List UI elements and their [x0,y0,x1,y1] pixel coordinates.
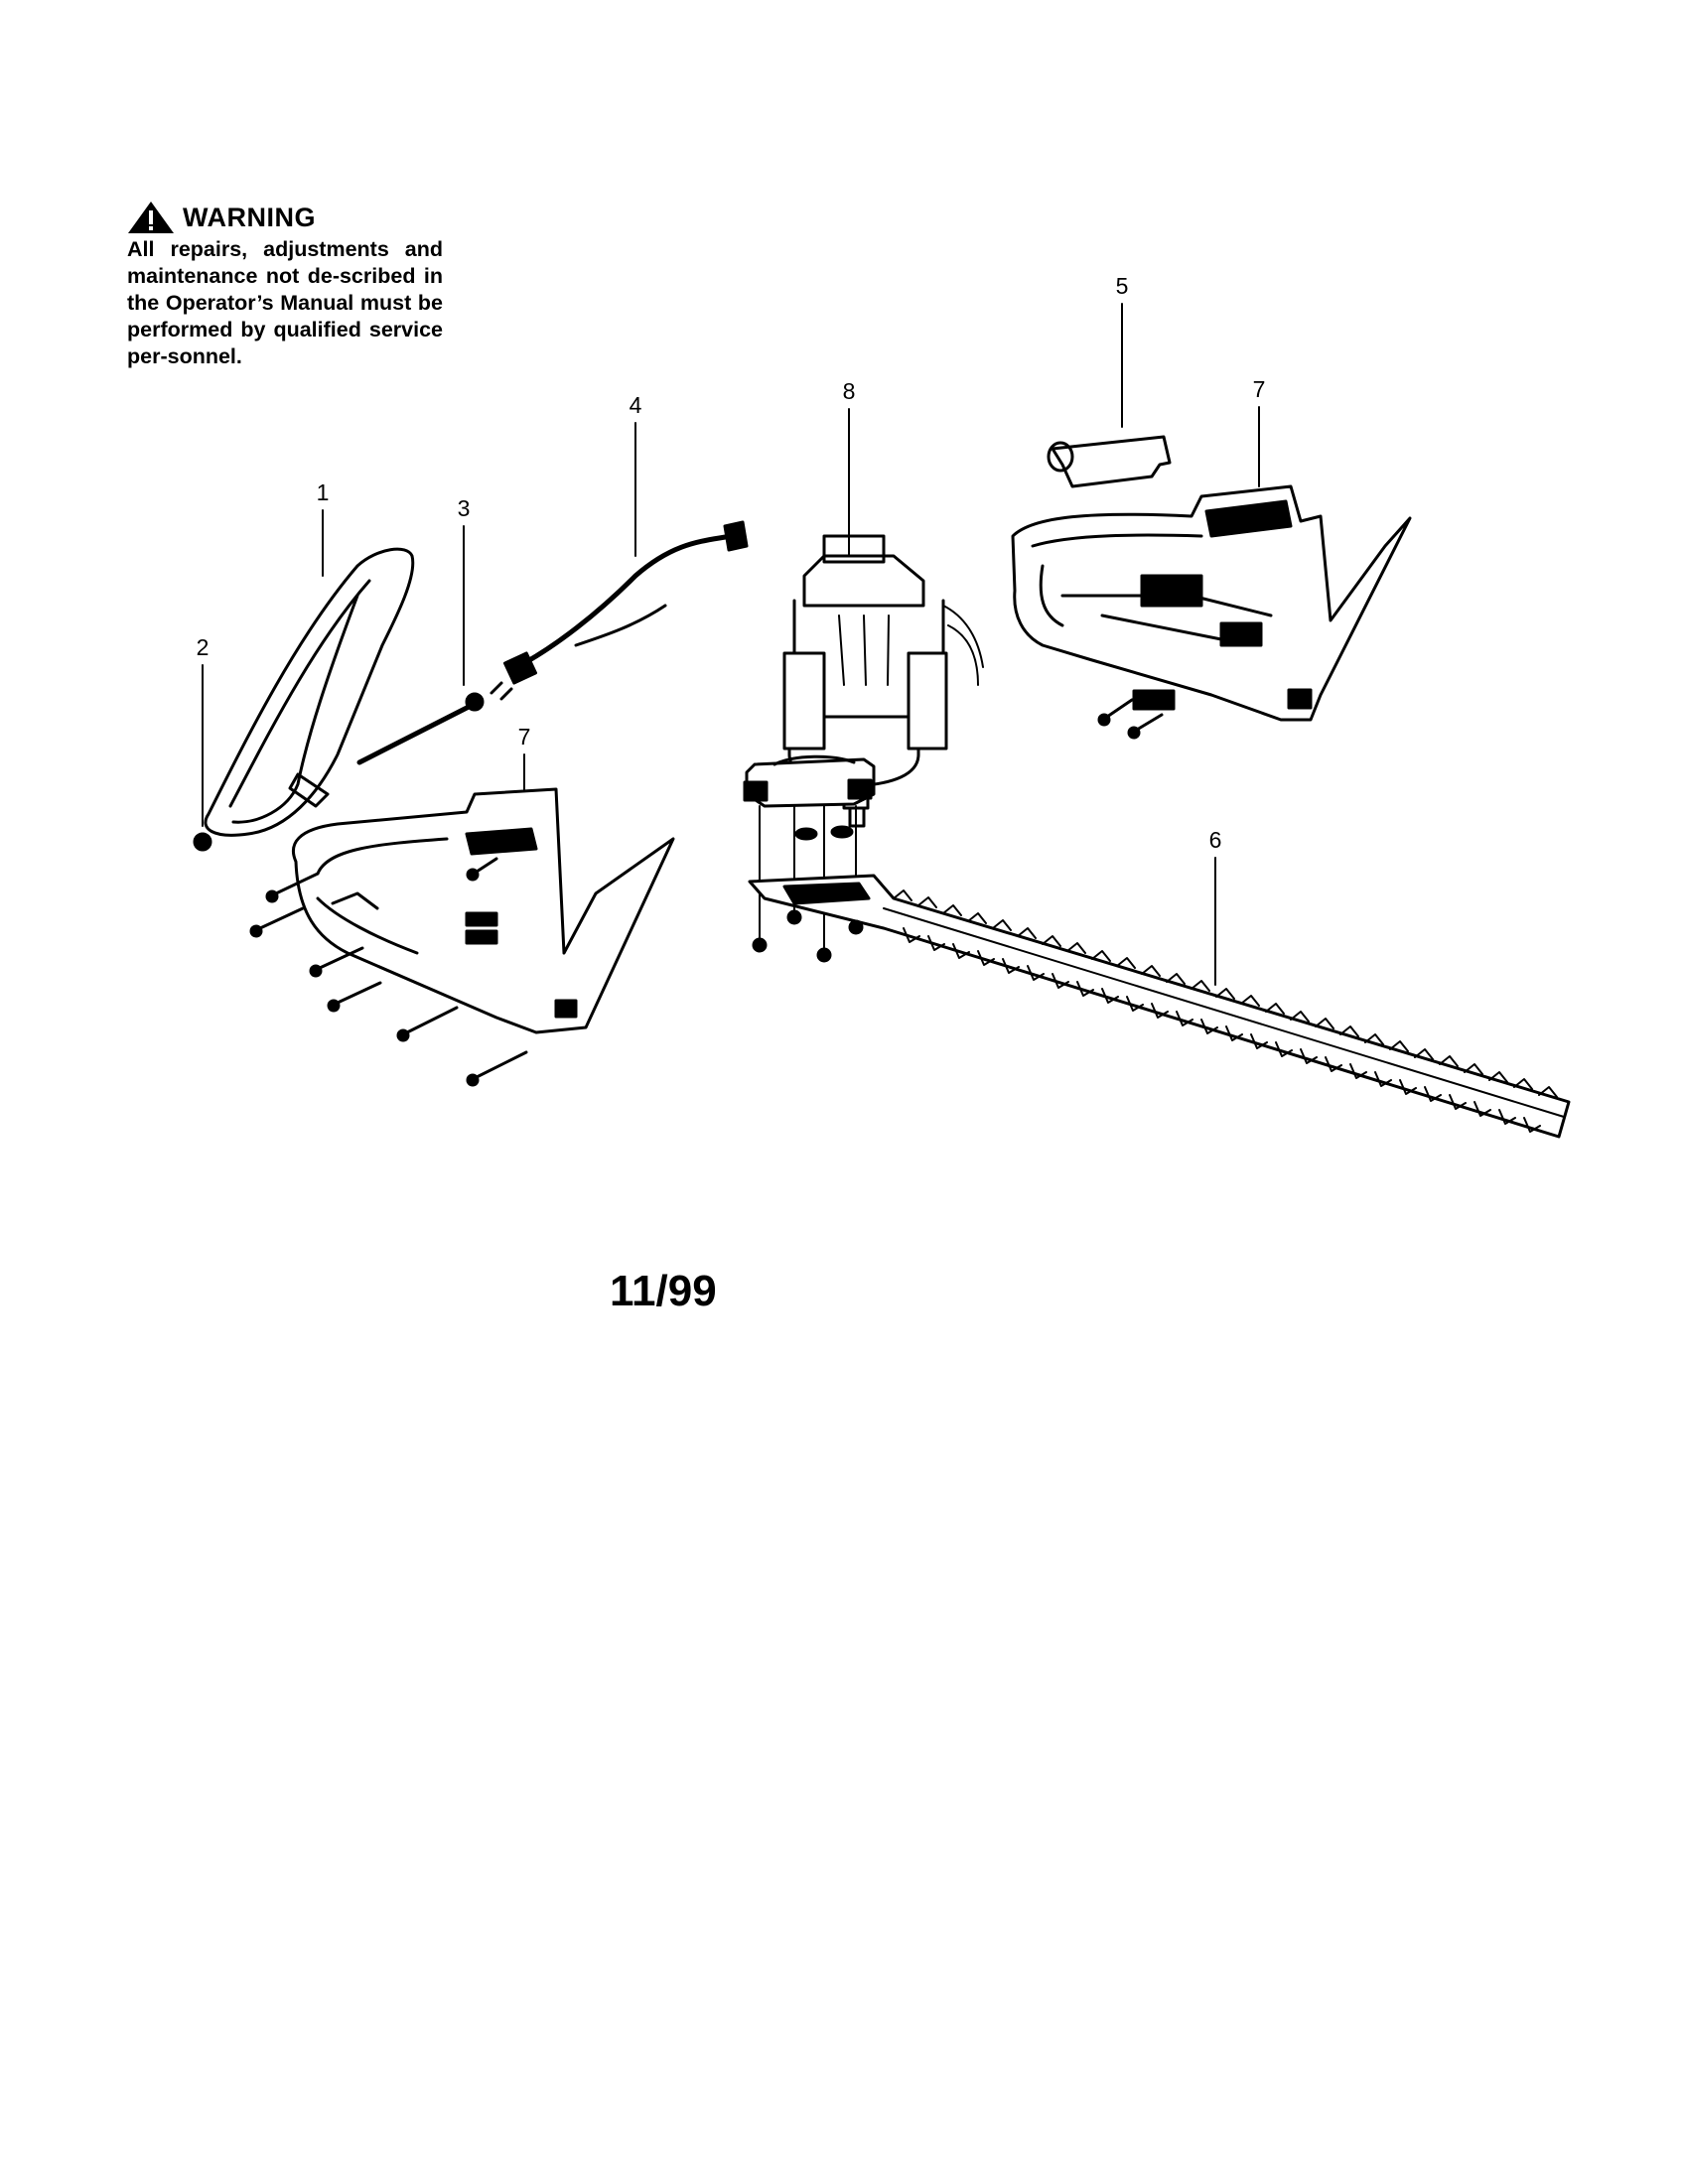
warning-text: All repairs, adjustments and maintenance… [127,237,443,368]
blade-teeth [893,889,1558,1133]
leader-lines [202,303,1260,986]
screws-housing-left [249,857,528,1087]
part-nut [193,832,212,852]
part-housing-right [1011,484,1412,740]
callout-2: 2 [197,634,210,660]
part-housing-left [291,787,675,1034]
part-switch-trigger [1047,435,1172,488]
callout-6: 6 [1209,827,1222,853]
callout-3: 3 [458,495,471,521]
warning-title: WARNING [183,202,316,232]
callout-7-upper: 7 [1253,376,1266,402]
warning-triangle-icon [128,202,174,233]
part-motor [782,534,984,828]
revision-date: 11/99 [610,1267,717,1315]
part-handle [204,547,415,837]
callout-labels: 1 2 3 4 5 6 7 7 8 [197,273,1266,853]
warning-header: WARNING [127,201,443,234]
callout-8: 8 [843,378,856,404]
part-power-cord [490,520,749,701]
part-blade [748,874,1571,1139]
screws-gearbox [752,909,864,963]
callout-5: 5 [1116,273,1129,299]
callout-7-lower: 7 [518,724,531,750]
callout-4: 4 [630,392,642,418]
callout-1: 1 [317,479,330,505]
part-bolt [356,692,485,765]
warning-box: WARNING All repairs, adjustments and mai… [127,201,443,370]
part-gearbox [743,754,876,952]
